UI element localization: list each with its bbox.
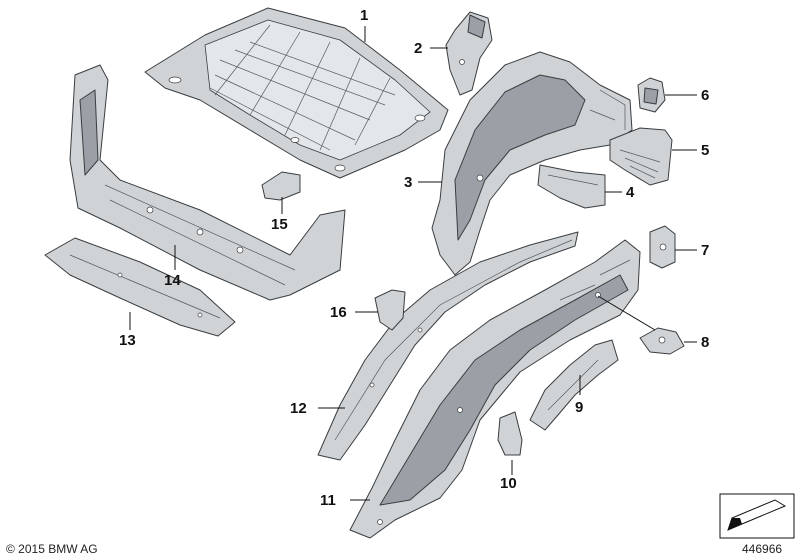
part-11-longitudinal-member[interactable] (349, 239, 641, 539)
part-16-bracket[interactable] (374, 289, 406, 331)
callout-8[interactable]: 8 (701, 334, 710, 351)
callout-15[interactable]: 15 (271, 216, 288, 233)
callout-16[interactable]: 16 (330, 304, 347, 321)
part-14-cross-member[interactable] (69, 64, 346, 301)
part-6-bracket[interactable] (637, 77, 666, 113)
callout-5[interactable]: 5 (701, 142, 710, 159)
diagram-number: 446966 (742, 542, 783, 556)
callout-12[interactable]: 12 (290, 400, 307, 417)
part-2-bracket[interactable] (445, 11, 493, 96)
part-4-panel[interactable] (537, 164, 606, 209)
callout-6[interactable]: 6 (701, 87, 710, 104)
part-9-bracket[interactable] (529, 339, 619, 431)
callout-3[interactable]: 3 (404, 174, 413, 191)
part-8-mount[interactable] (639, 327, 685, 355)
part-13-floor-strip[interactable] (44, 237, 236, 337)
callout-9[interactable]: 9 (575, 399, 584, 416)
callout-10[interactable]: 10 (500, 475, 517, 492)
part-15-bracket[interactable] (261, 171, 301, 201)
part-3-wheel-arch[interactable] (431, 51, 633, 276)
callout-13[interactable]: 13 (119, 332, 136, 349)
part-7-bracket[interactable] (649, 225, 676, 269)
callout-2[interactable]: 2 (414, 40, 423, 57)
callout-7[interactable]: 7 (701, 242, 710, 259)
arrow-down-left-icon (719, 493, 795, 539)
part-10-plate[interactable] (497, 411, 523, 456)
callout-11[interactable]: 11 (320, 492, 336, 509)
callout-4[interactable]: 4 (626, 184, 635, 201)
part-12-side-rail[interactable] (317, 231, 579, 461)
leader-lines (129, 26, 697, 501)
callout-14[interactable]: 14 (164, 272, 181, 289)
callout-1[interactable]: 1 (360, 7, 369, 24)
part-5-bracket[interactable] (609, 127, 673, 186)
part-1-floor-panel[interactable] (144, 7, 449, 179)
copyright-text: © 2015 BMW AG (6, 542, 98, 556)
